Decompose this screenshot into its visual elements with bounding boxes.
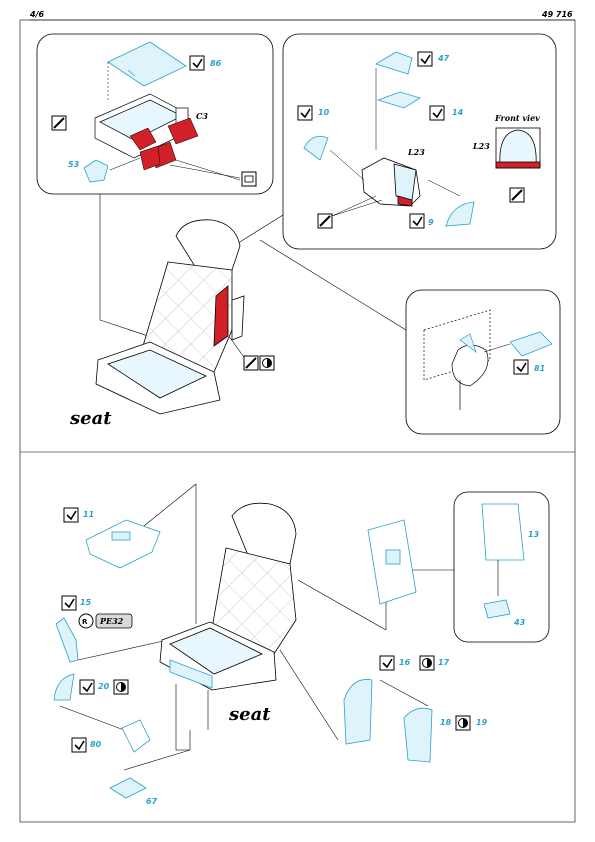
part-80 xyxy=(121,719,151,753)
part-number-10: 10 xyxy=(318,108,330,117)
part-43 xyxy=(483,599,511,619)
part-9 xyxy=(445,201,475,227)
check-icon-16 xyxy=(379,655,395,671)
part-number-67: 67 xyxy=(146,797,158,806)
ejection-seat-bottom xyxy=(159,502,297,691)
part-number-86: 86 xyxy=(210,59,222,68)
check-icon-20 xyxy=(79,679,95,695)
part-15 xyxy=(55,617,79,663)
part-number-18: 18 xyxy=(440,718,452,727)
check-icon-9 xyxy=(409,213,425,229)
check-icon-11 xyxy=(63,507,79,523)
svg-text:R: R xyxy=(82,618,88,626)
part-number-43: 43 xyxy=(514,618,526,627)
part-20 xyxy=(53,673,75,701)
part-86-sheet xyxy=(107,41,187,100)
part-number-53: 53 xyxy=(68,160,80,169)
front-view xyxy=(495,127,541,169)
seat-pan-sketch xyxy=(94,93,189,159)
side-lever-sketch xyxy=(423,309,491,410)
part-14 xyxy=(376,91,421,109)
label-front-view: Front viev xyxy=(495,113,540,123)
part-10 xyxy=(303,135,329,161)
part-47 xyxy=(375,51,413,75)
part-number-81: 81 xyxy=(534,364,546,373)
part-67 xyxy=(109,777,147,799)
part-number-16: 16 xyxy=(399,658,411,667)
label-c3: C3 xyxy=(196,111,208,121)
part-11 xyxy=(85,519,161,569)
part-number-17: 17 xyxy=(438,658,450,667)
paint-icon-17 xyxy=(419,655,435,671)
paint-icon-19 xyxy=(455,715,471,731)
check-icon-15 xyxy=(61,595,77,611)
part-18-19 xyxy=(403,707,433,763)
section-title-bottom: seat xyxy=(229,704,271,725)
chisel-icon-a xyxy=(51,115,67,131)
part-81 xyxy=(509,331,553,357)
part-number-20: 20 xyxy=(98,682,110,691)
red-plastic-parts xyxy=(129,117,199,171)
label-pe32: PE32 xyxy=(100,616,124,626)
part-number-13: 13 xyxy=(528,530,540,539)
part-53 xyxy=(83,159,109,183)
chisel-icon-b xyxy=(317,213,333,229)
part-13 xyxy=(481,503,525,561)
headrest-sketch xyxy=(361,157,421,207)
part-number-14: 14 xyxy=(452,108,464,117)
section-title-top: seat xyxy=(70,408,112,429)
part-number-9: 9 xyxy=(428,218,434,227)
part-number-15: 15 xyxy=(80,598,92,607)
leader-lines-bottom xyxy=(59,483,454,771)
check-icon-14 xyxy=(429,105,445,121)
part-number-19: 19 xyxy=(476,718,488,727)
page-number: 4/6 xyxy=(30,10,45,19)
part-16-17 xyxy=(343,679,373,745)
ejection-seat-top xyxy=(95,219,245,415)
part-number-80: 80 xyxy=(90,740,102,749)
check-icon-47 xyxy=(417,51,433,67)
check-icon-80 xyxy=(71,737,87,753)
reference-icon: R xyxy=(78,613,94,629)
detail-box-headrest xyxy=(282,33,557,250)
paint-icon-20 xyxy=(113,679,129,695)
paint-icon-a xyxy=(259,355,275,371)
check-icon-81 xyxy=(513,359,529,375)
check-icon-86 xyxy=(189,55,205,71)
plastic-icon-a xyxy=(241,171,257,187)
check-icon-10 xyxy=(297,105,313,121)
part-number-47: 47 xyxy=(438,54,450,63)
set-number: 49 716 xyxy=(542,10,573,19)
label-l23-front: L23 xyxy=(473,141,490,151)
label-l23-headrest: L23 xyxy=(408,147,425,157)
pe32-badge xyxy=(95,613,133,629)
detail-box-back-plate xyxy=(453,491,550,643)
part-number-11: 11 xyxy=(83,510,95,519)
seat-back-part xyxy=(367,519,417,605)
chisel-icon-c xyxy=(509,187,525,203)
chisel-icon-d xyxy=(243,355,259,371)
